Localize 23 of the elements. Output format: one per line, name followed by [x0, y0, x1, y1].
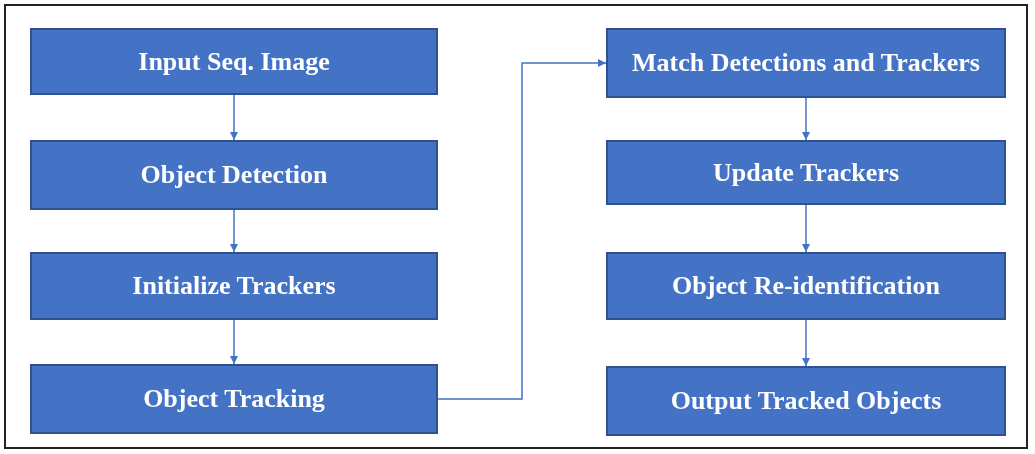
process-box — [30, 252, 438, 320]
box-label: Update Trackers — [712, 159, 900, 186]
arrow — [230, 209, 238, 253]
process-box — [30, 364, 438, 434]
process-box — [30, 28, 438, 95]
arrow — [802, 97, 810, 141]
arrow — [230, 319, 238, 365]
arrow — [230, 94, 238, 141]
process-box — [606, 28, 1006, 98]
process-box — [606, 252, 1006, 320]
arrow — [802, 204, 810, 253]
process-box — [30, 140, 438, 210]
box-label: Object Re-identification — [672, 273, 940, 299]
box-label: Object Tracking — [143, 386, 325, 412]
process-box — [606, 140, 1006, 205]
process-box — [606, 366, 1006, 436]
box-label: Initialize Trackers — [132, 273, 336, 299]
arrow — [802, 319, 810, 367]
box-label: Output Tracked Objects — [670, 388, 942, 414]
arrow — [437, 59, 607, 400]
box-label: Object Detection — [140, 162, 328, 188]
box-label: Input Seq. Image — [138, 48, 330, 75]
box-label: Match Detections and Trackers — [632, 50, 980, 76]
